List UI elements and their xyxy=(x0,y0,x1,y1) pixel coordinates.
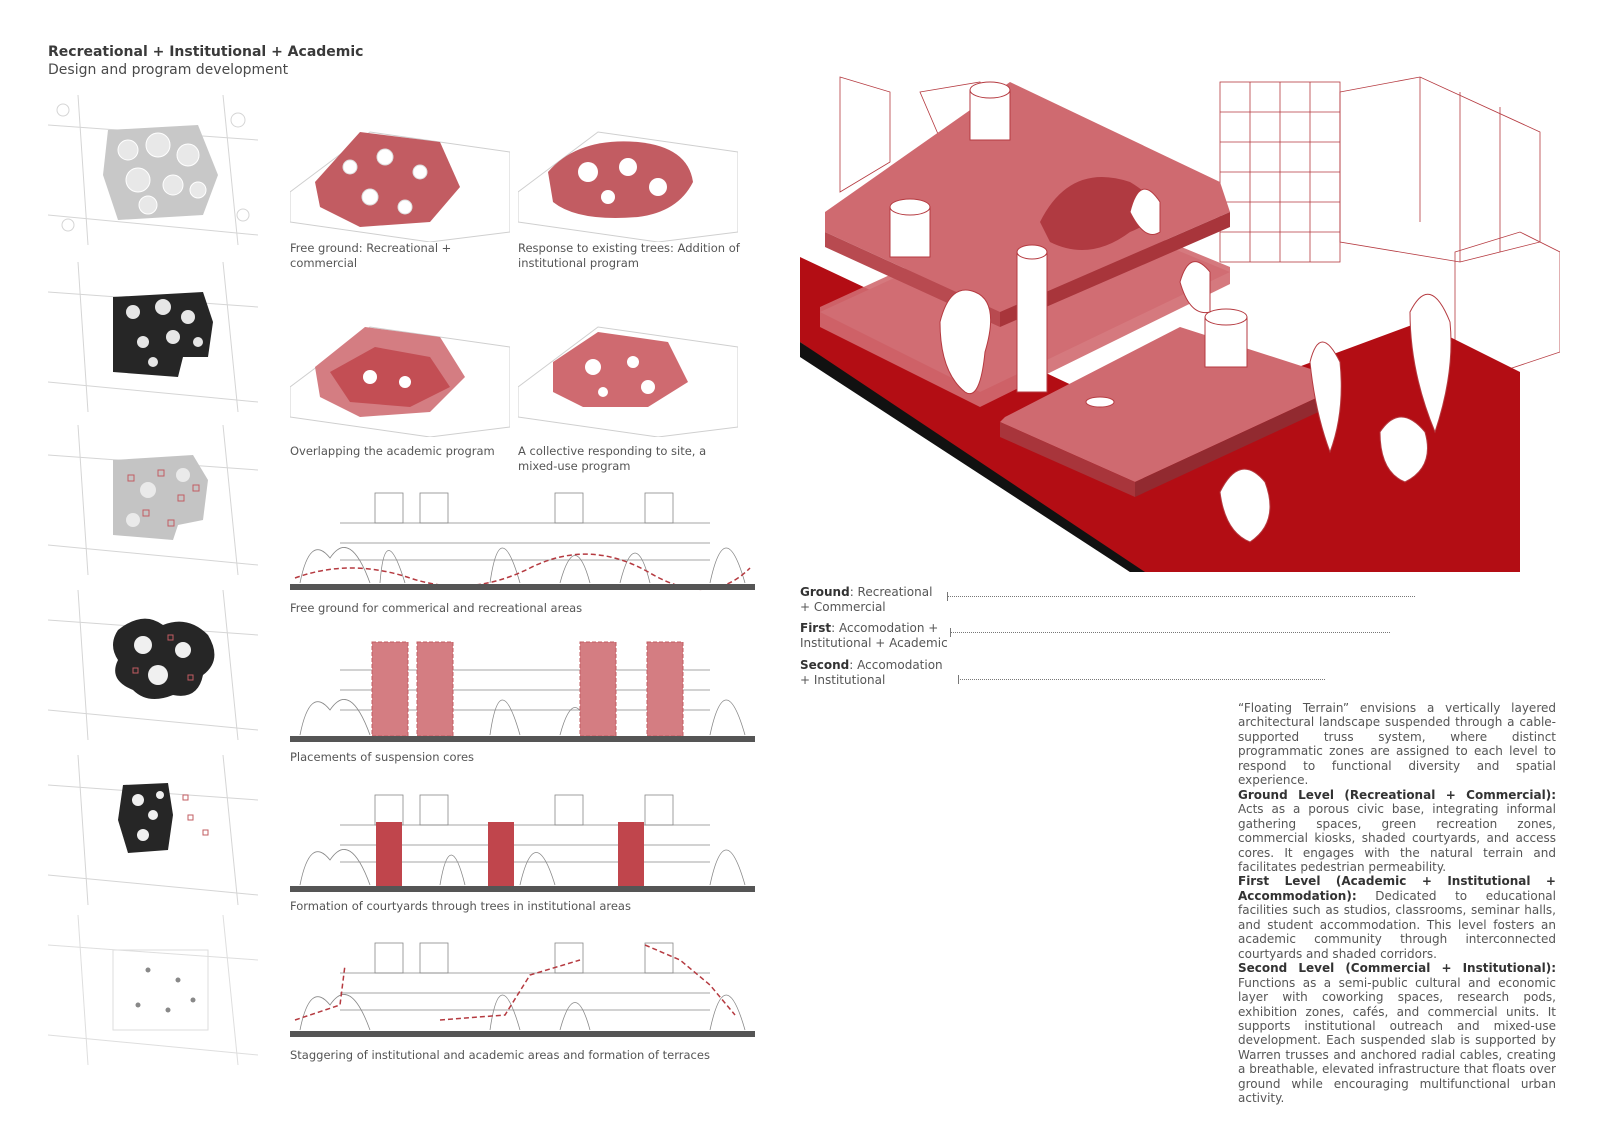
plan-caption-1: Free ground: Recreational + commercial xyxy=(290,241,452,270)
legend-second: Second: Accomodation + Institutional xyxy=(800,658,955,687)
section-caption-2: Placements of suspension cores xyxy=(290,750,475,764)
plan-caption-4: A collective responding to site, a mixed… xyxy=(518,444,707,473)
site-plan-1 xyxy=(48,95,258,245)
legend-ground-level: Ground xyxy=(800,585,850,599)
section-4 xyxy=(290,942,755,1037)
plan-axon-4 xyxy=(518,326,738,437)
main-axonometric xyxy=(800,76,1560,572)
section-caption-4: Staggering of institutional and academic… xyxy=(290,1048,710,1062)
legend-first-leader xyxy=(950,628,1390,637)
plan-axon-3 xyxy=(290,326,510,437)
legend-first-level: First xyxy=(800,621,832,635)
page-title: Recreational + Institutional + Academic xyxy=(48,44,364,60)
first-level-heading: First Level (Academic + Institutional + … xyxy=(1238,874,1556,903)
site-plan-2 xyxy=(48,262,258,412)
plan-axon-2 xyxy=(518,131,738,242)
ground-level-heading: Ground Level (Recreational + Commercial)… xyxy=(1238,787,1556,802)
legend-second-program: : Accomodation + Institutional xyxy=(800,658,943,687)
legend-second-leader xyxy=(958,675,1325,684)
section-caption-1: Free ground for commerical and recreatio… xyxy=(290,601,583,615)
legend-first: First: Accomodation + Institutional + Ac… xyxy=(800,621,950,650)
plan-axon-1 xyxy=(290,131,510,242)
legend-first-program: : Accomodation + Institutional + Academi… xyxy=(800,621,948,650)
ground-level-text: Acts as a porous civic base, integrating… xyxy=(1238,802,1556,874)
first-level-text: Dedicated to educational facilities such… xyxy=(1238,888,1556,961)
plan-caption-3: Overlapping the academic program xyxy=(290,444,495,458)
page-subtitle: Design and program development xyxy=(48,62,289,78)
plan-caption-2: Response to existing trees: Addition of … xyxy=(518,241,740,270)
legend-second-level: Second xyxy=(800,658,850,672)
project-description: “Floating Terrain” envisions a verticall… xyxy=(1238,701,1556,1106)
site-plan-6 xyxy=(48,915,258,1065)
section-caption-3: Formation of courtyards through trees in… xyxy=(290,899,631,913)
description-intro: “Floating Terrain” envisions a verticall… xyxy=(1238,701,1556,788)
section-3 xyxy=(290,794,755,892)
section-2 xyxy=(290,641,755,742)
legend-ground-program: : Recreational + Commercial xyxy=(800,585,933,614)
site-plan-4 xyxy=(48,590,258,740)
site-plan-5 xyxy=(48,755,258,905)
second-level-heading: Second Level (Commercial + Institutional… xyxy=(1238,961,1556,976)
second-level-text: Functions as a semi-public cultural and … xyxy=(1238,975,1556,1106)
site-plan-3 xyxy=(48,425,258,575)
section-1 xyxy=(290,492,755,591)
legend-ground: Ground: Recreational + Commercial xyxy=(800,585,945,614)
legend-ground-leader xyxy=(947,592,1415,601)
